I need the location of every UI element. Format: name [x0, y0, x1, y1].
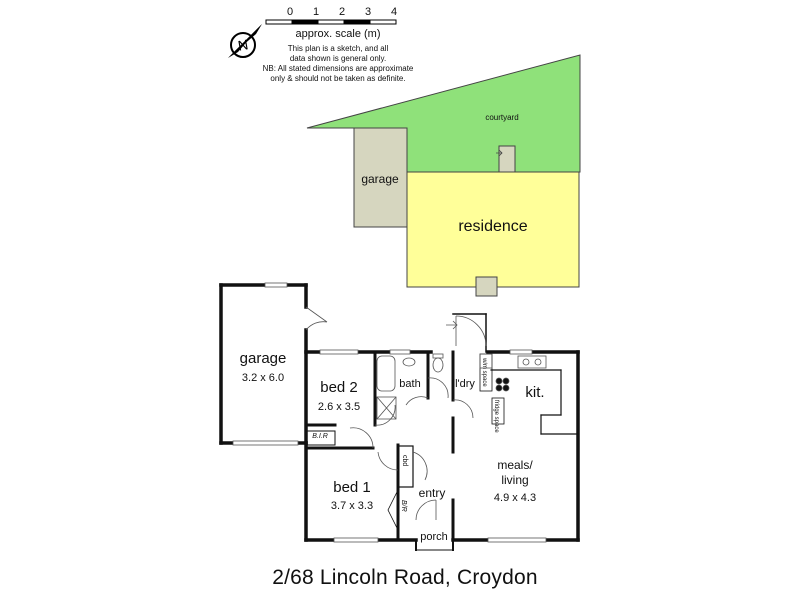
- site-garage-label: garage: [361, 172, 399, 186]
- entry-label: entry: [418, 486, 446, 500]
- scale-bar: [265, 19, 397, 25]
- residence-block: [406, 171, 580, 288]
- scale-label: approx. scale (m): [295, 28, 381, 40]
- site-plan: [306, 54, 581, 297]
- scale-tick-0: 0: [286, 6, 294, 18]
- disclaimer-note: This plan is a sketch, and all data show…: [263, 44, 414, 84]
- washing-machine-label: w/m space: [481, 358, 487, 387]
- bed2-dim: 2.6 x 3.5: [317, 401, 361, 413]
- front-step-block: [475, 276, 498, 297]
- rear-step-block: [498, 145, 516, 173]
- note-line-2: data shown is general only.: [289, 54, 387, 63]
- bed1-dim: 3.7 x 3.3: [330, 500, 374, 512]
- bed2-label: bed 2: [320, 379, 358, 396]
- meals-dim: 4.9 x 4.3: [493, 492, 537, 504]
- kitchen-label: kit.: [525, 384, 545, 401]
- north-arrow-icon: N: [228, 24, 262, 58]
- garage-room-label: garage: [239, 350, 287, 367]
- cupboard-label: cbd: [401, 455, 408, 467]
- doors-fixtures: [232, 282, 547, 543]
- bath-label: bath: [399, 378, 421, 390]
- courtyard-label: courtyard: [485, 113, 519, 122]
- garage-room-dim: 3.2 x 6.0: [241, 372, 285, 384]
- scale-tick-1: 1: [312, 6, 320, 18]
- address-title: 2/68 Lincoln Road, Croydon: [272, 566, 538, 589]
- scale-tick-4: 4: [390, 6, 398, 18]
- meals-label-2: living: [501, 473, 529, 487]
- bed1-label: bed 1: [333, 479, 371, 496]
- note-line-3: NB: All stated dimensions are approximat…: [262, 64, 414, 73]
- bir-bed2-label: B.I.R: [312, 433, 328, 440]
- note-line-1: This plan is a sketch, and all: [287, 44, 389, 53]
- scale-tick-2: 2: [338, 6, 346, 18]
- bir-bed1-label: B/R: [400, 500, 407, 512]
- residence-label: residence: [458, 218, 528, 235]
- fridge-label: fridge space: [493, 400, 499, 433]
- meals-label-1: meals/: [497, 458, 533, 472]
- scale-tick-3: 3: [364, 6, 372, 18]
- porch-label: porch: [420, 531, 448, 543]
- svg-text:N: N: [237, 36, 250, 54]
- note-line-4: only & should not be taken as definite.: [270, 74, 406, 83]
- laundry-label: l'dry: [455, 378, 475, 390]
